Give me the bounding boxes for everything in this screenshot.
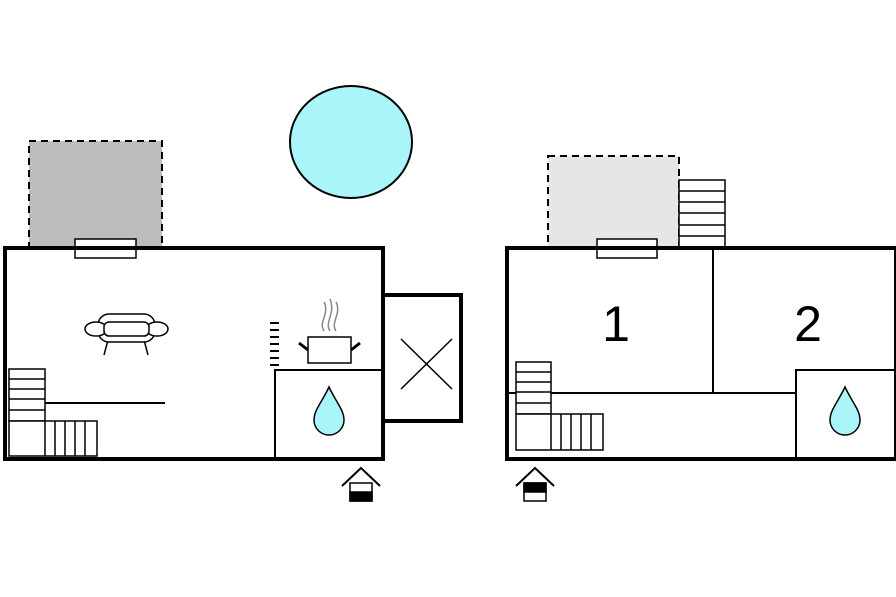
stairs-icon	[515, 361, 604, 451]
external-stairs-icon	[678, 179, 726, 249]
pool-icon	[289, 85, 413, 199]
bathroom-wall	[274, 369, 383, 459]
entrance-icon	[515, 466, 555, 502]
room-number-2: 2	[794, 296, 822, 352]
water-drop-icon	[313, 385, 345, 436]
void-cross-icon	[400, 338, 453, 390]
room-number-1: 1	[602, 296, 630, 352]
balcony	[547, 155, 680, 249]
entrance-icon	[341, 466, 381, 502]
terrace	[28, 140, 163, 249]
bathroom-wall	[795, 369, 896, 459]
sofa-icon	[84, 313, 169, 356]
upper-floor-outline	[505, 246, 896, 461]
void-box	[381, 293, 463, 423]
upper-floor: 1 2	[505, 155, 896, 502]
ground-floor	[3, 140, 463, 502]
water-drop-icon	[829, 385, 861, 436]
cooking-pot-icon	[270, 298, 361, 366]
stairs-icon	[8, 368, 98, 457]
